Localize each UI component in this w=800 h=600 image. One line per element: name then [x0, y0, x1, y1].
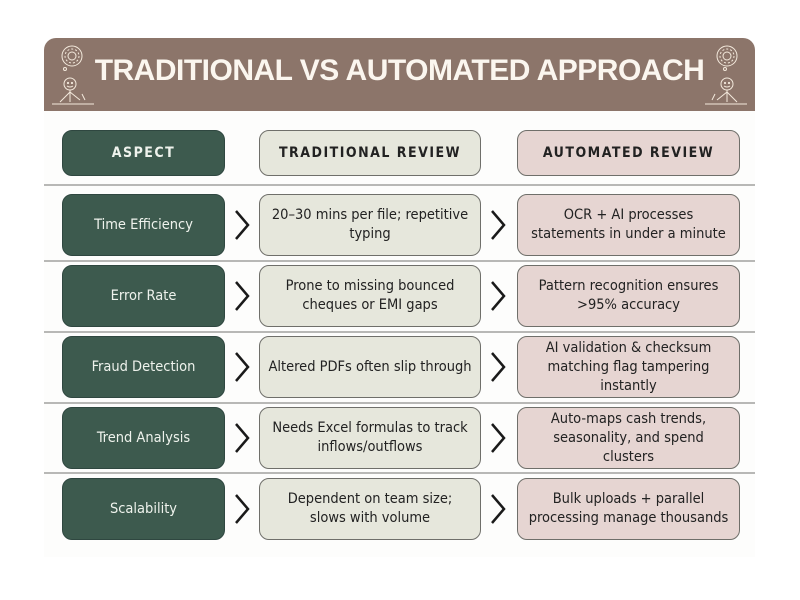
automated-error-rate: Pattern recognition ensures >95% accurac… [517, 265, 740, 327]
row-divider [44, 184, 755, 186]
automated-fraud-detection: AI validation & checksum matching flag t… [517, 336, 740, 398]
chevron-right-icon [491, 423, 506, 453]
title-banner: TRADITIONAL VS AUTOMATED APPROACH [44, 38, 755, 111]
chevron-right-icon [235, 494, 250, 524]
thinking-person-doodle-icon [705, 45, 747, 105]
aspect-error-rate: Error Rate [62, 265, 225, 327]
chevron-right-icon [235, 352, 250, 382]
row-divider [44, 260, 755, 262]
traditional-fraud-detection: Altered PDFs often slip through [259, 336, 481, 398]
aspect-time-efficiency: Time Efficiency [62, 194, 225, 256]
automated-time-efficiency: OCR + AI processes statements in under a… [517, 194, 740, 256]
traditional-time-efficiency: 20–30 mins per file; repetitive typing [259, 194, 481, 256]
header-aspect: ASPECT [62, 130, 225, 176]
row-divider [44, 472, 755, 474]
chevron-right-icon [491, 352, 506, 382]
aspect-fraud-detection: Fraud Detection [62, 336, 225, 398]
aspect-scalability: Scalability [62, 478, 225, 540]
traditional-error-rate: Prone to missing bounced cheques or EMI … [259, 265, 481, 327]
automated-trend-analysis: Auto-maps cash trends, seasonality, and … [517, 407, 740, 469]
header-traditional-review: TRADITIONAL REVIEW [259, 130, 481, 176]
thinking-person-doodle-icon [52, 45, 94, 105]
traditional-trend-analysis: Needs Excel formulas to track inflows/ou… [259, 407, 481, 469]
chevron-right-icon [491, 494, 506, 524]
header-automated-review: AUTOMATED REVIEW [517, 130, 740, 176]
page-title: TRADITIONAL VS AUTOMATED APPROACH [94, 54, 705, 87]
chevron-right-icon [491, 210, 506, 240]
chevron-right-icon [235, 423, 250, 453]
aspect-trend-analysis: Trend Analysis [62, 407, 225, 469]
row-divider [44, 331, 755, 333]
row-divider [44, 402, 755, 404]
traditional-scalability: Dependent on team size; slows with volum… [259, 478, 481, 540]
automated-scalability: Bulk uploads + parallel processing manag… [517, 478, 740, 540]
chevron-right-icon [491, 281, 506, 311]
chevron-right-icon [235, 210, 250, 240]
chevron-right-icon [235, 281, 250, 311]
